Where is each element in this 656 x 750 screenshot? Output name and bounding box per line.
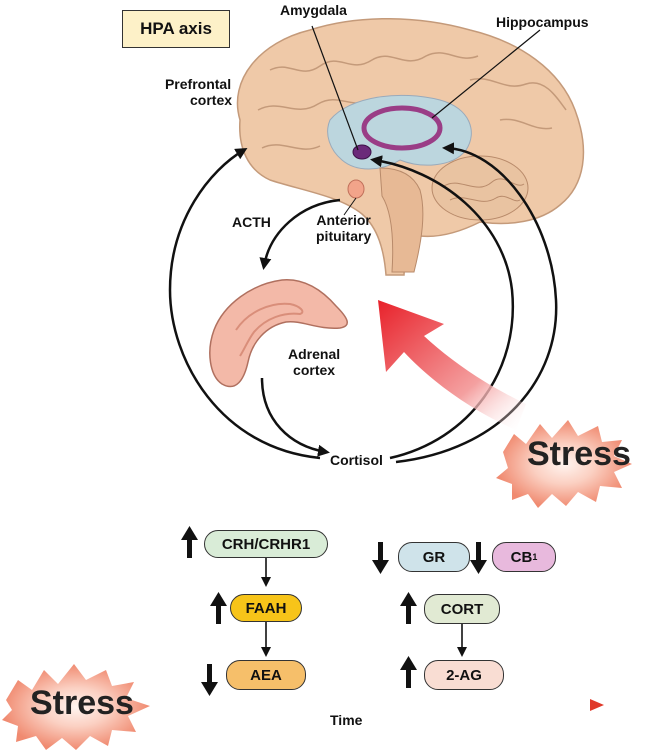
- brain-illustration: [236, 18, 585, 276]
- cort-text: CORT: [440, 600, 484, 618]
- anterior-pituitary-label: Anterior pituitary: [316, 212, 371, 244]
- adrenal-line2: cortex: [293, 362, 336, 378]
- two-ag-node: 2-AG: [424, 660, 504, 690]
- adrenal-line1: Adrenal: [288, 346, 341, 362]
- crh-crhr1-text: CRH/CRHR1: [221, 535, 311, 553]
- adrenal-cortex-label: Adrenal cortex: [288, 346, 340, 378]
- gr-node: GR: [398, 542, 470, 572]
- anterior-line1: Anterior: [316, 212, 371, 228]
- gr-text: GR: [422, 548, 446, 566]
- faah-up-arrow: [210, 592, 227, 624]
- stress-burst-top: [496, 420, 632, 508]
- prefrontal-line1: Prefrontal: [164, 76, 232, 92]
- time-label: Time: [330, 712, 363, 728]
- cb1-down-arrow: [470, 542, 487, 574]
- two-ag-up-arrow: [400, 656, 417, 688]
- stress-arrow: [378, 300, 526, 430]
- faah-text: FAAH: [245, 599, 287, 617]
- anterior-line2: pituitary: [316, 228, 372, 244]
- prefrontal-line2: cortex: [190, 92, 233, 108]
- aea-down-arrow: [201, 664, 218, 696]
- prefrontal-cortex-label: Prefrontal cortex: [164, 76, 232, 108]
- faah-node: FAAH: [230, 594, 302, 622]
- stress-label-top: Stress: [527, 435, 631, 473]
- crh-up-arrow: [181, 526, 198, 558]
- acth-label: ACTH: [232, 214, 271, 230]
- two-ag-text: 2-AG: [446, 666, 482, 684]
- diagram-title: HPA axis: [140, 19, 212, 38]
- adrenal-illustration: [209, 279, 348, 388]
- amygdala-label: Amygdala: [280, 2, 347, 18]
- stress-label-bottom: Stress: [30, 684, 134, 722]
- gr-down-arrow: [372, 542, 389, 574]
- cort-up-arrow: [400, 592, 417, 624]
- title-box: HPA axis: [122, 10, 230, 48]
- hippocampus-label: Hippocampus: [496, 14, 589, 30]
- stress-burst-bottom: [2, 664, 150, 750]
- aea-text: AEA: [250, 666, 282, 684]
- crh-crhr1-node: CRH/CRHR1: [204, 530, 328, 558]
- cort-node: CORT: [424, 594, 500, 624]
- cortisol-label: Cortisol: [330, 452, 383, 468]
- cb1-subscript: 1: [532, 552, 538, 562]
- aea-node: AEA: [226, 660, 306, 690]
- cb1-text: CB: [510, 548, 533, 566]
